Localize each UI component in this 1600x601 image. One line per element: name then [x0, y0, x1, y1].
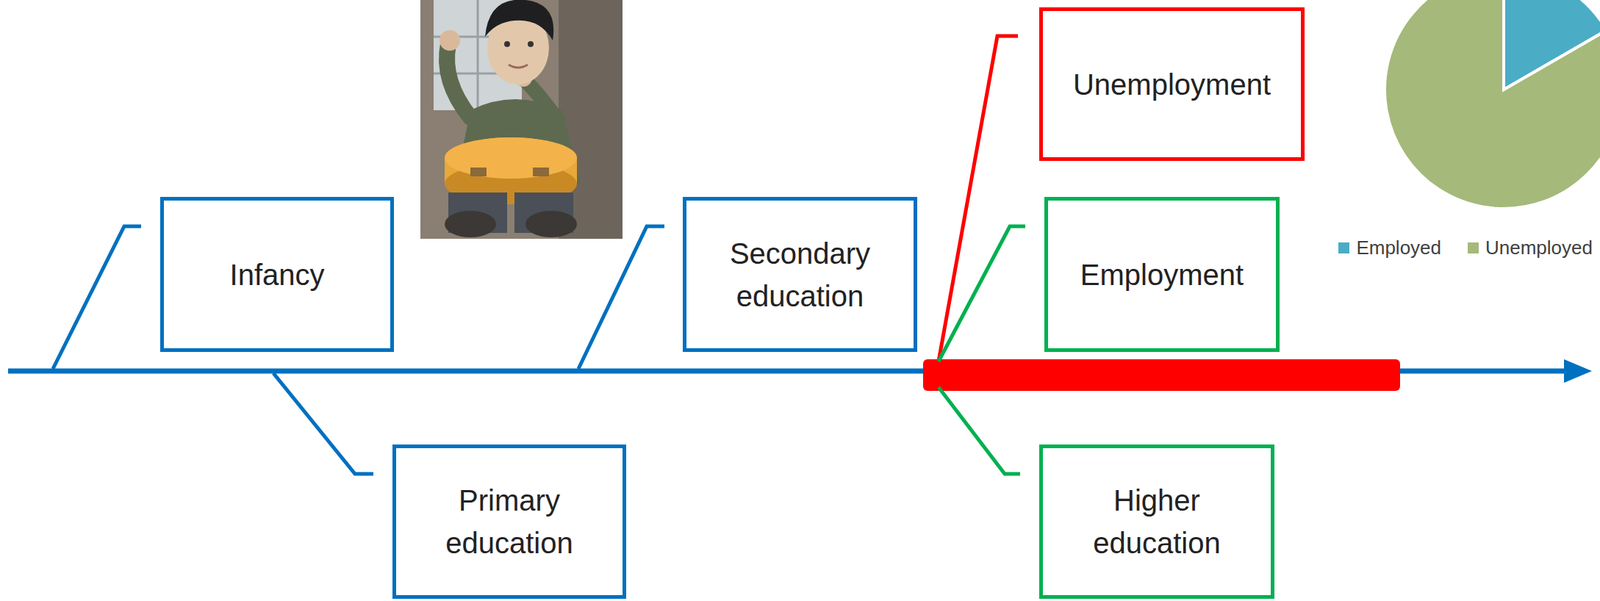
- timeline-arrowhead: [1563, 359, 1592, 383]
- branch-line: [938, 226, 1026, 362]
- box-label: Infancy: [230, 253, 325, 297]
- branch-line: [938, 387, 1021, 475]
- legend: Employed Unemployed: [1338, 236, 1593, 260]
- legend-label: Unemployed: [1485, 236, 1593, 260]
- legend-swatch: [1338, 242, 1350, 254]
- stage-box: Primary education: [392, 444, 627, 599]
- box-label: Unemployment: [1073, 63, 1271, 106]
- box-label: Primary education: [407, 479, 612, 565]
- robot-photo: [420, 0, 623, 239]
- branch-line: [52, 226, 142, 369]
- legend-item: Unemployed: [1467, 236, 1593, 260]
- branch-line: [273, 373, 374, 475]
- transition-bar: [923, 359, 1401, 391]
- box-label: Secondary education: [697, 232, 903, 318]
- legend-swatch: [1467, 242, 1479, 254]
- branch-line: [578, 226, 665, 369]
- stage-box: Secondary education: [682, 196, 918, 353]
- stage-box: Infancy: [160, 196, 394, 353]
- branch-line: [938, 36, 1018, 362]
- legend-item: Employed: [1338, 236, 1442, 260]
- pie-chart: [1384, 0, 1600, 209]
- box-label: Employment: [1080, 253, 1244, 297]
- legend-label: Employed: [1355, 236, 1442, 260]
- stage-box: Higher education: [1039, 444, 1275, 599]
- box-label: Higher education: [1053, 479, 1260, 565]
- stage-box: Unemployment: [1039, 7, 1305, 161]
- stage-box: Employment: [1044, 196, 1280, 353]
- pie-slice: [1384, 0, 1600, 209]
